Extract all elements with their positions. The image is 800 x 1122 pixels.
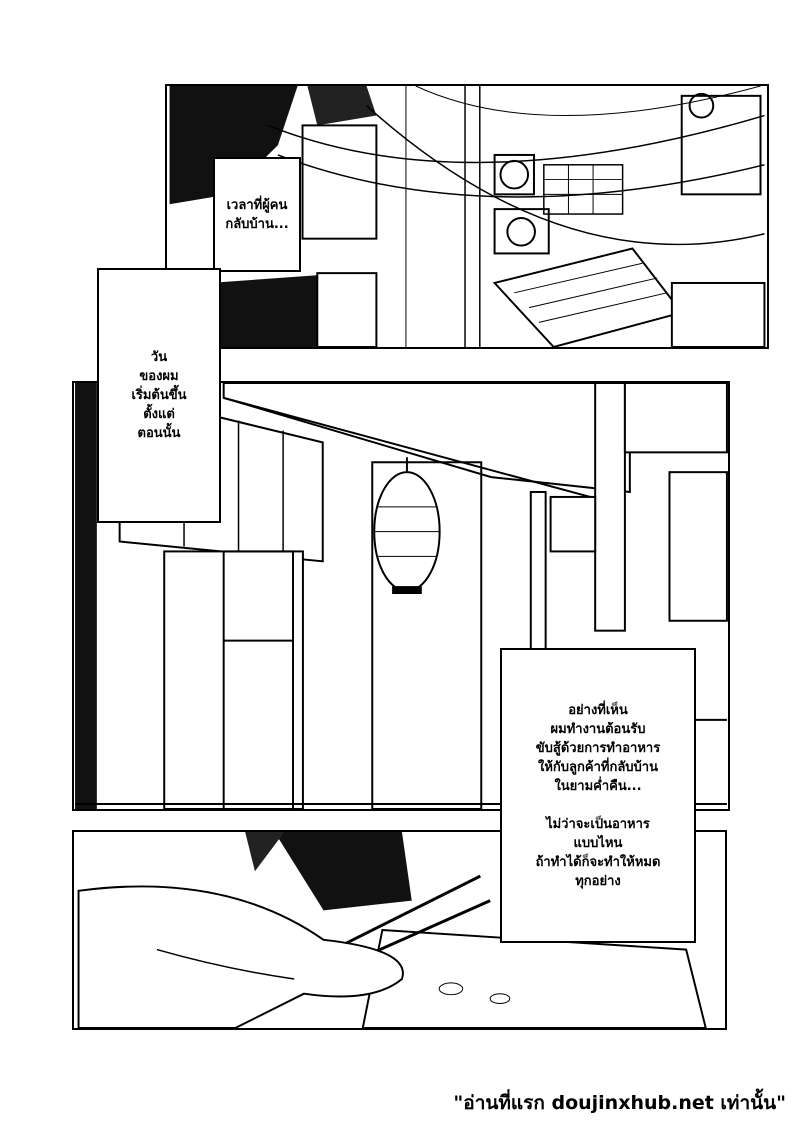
caption-people-returning-home: เวลาที่ผู้คน กลับบ้าน...: [213, 157, 301, 272]
caption-line: เริ่มต้นขึ้น: [131, 388, 187, 403]
caption-line: ตั้งแต่: [143, 407, 175, 422]
caption-line: ขับสู้ด้วยการทำอาหาร: [535, 740, 661, 756]
panel-alley-top: [165, 84, 769, 349]
caption-line: ผมทำงานต้อนรับ: [550, 721, 646, 737]
watermark-text: "อ่านที่แรก doujinxhub.net เท่านั้น": [453, 1092, 786, 1114]
caption-line: อย่างที่เห็น: [568, 702, 628, 718]
caption-line: เวลาที่ผู้คน: [226, 197, 288, 213]
caption-line: ในยามค่ำคืน...: [554, 778, 642, 794]
caption-line: ไม่ว่าจะเป็นอาหาร: [546, 816, 650, 832]
caption-line: แบบไหน: [573, 835, 623, 851]
caption-line: กลับบ้าน...: [225, 216, 289, 232]
alley-drawing: [169, 86, 766, 347]
caption-my-day-begins: วัน ของผม เริ่มต้นขึ้น ตั้งแต่ ตอนนั้น: [97, 268, 221, 523]
caption-work-description: อย่างที่เห็น ผมทำงานต้อนรับ ขับสู้ด้วยกา…: [500, 648, 696, 943]
caption-line: ถ้าทำได้ก็จะทำให้หมด: [535, 854, 661, 870]
caption-line: ตอนนั้น: [137, 426, 181, 441]
caption-line: วัน: [150, 350, 168, 365]
caption-line: ให้กับลูกค้าที่กลับบ้าน: [538, 759, 658, 775]
caption-line: ของผม: [139, 369, 179, 384]
caption-line: ทุกอย่าง: [575, 873, 621, 889]
